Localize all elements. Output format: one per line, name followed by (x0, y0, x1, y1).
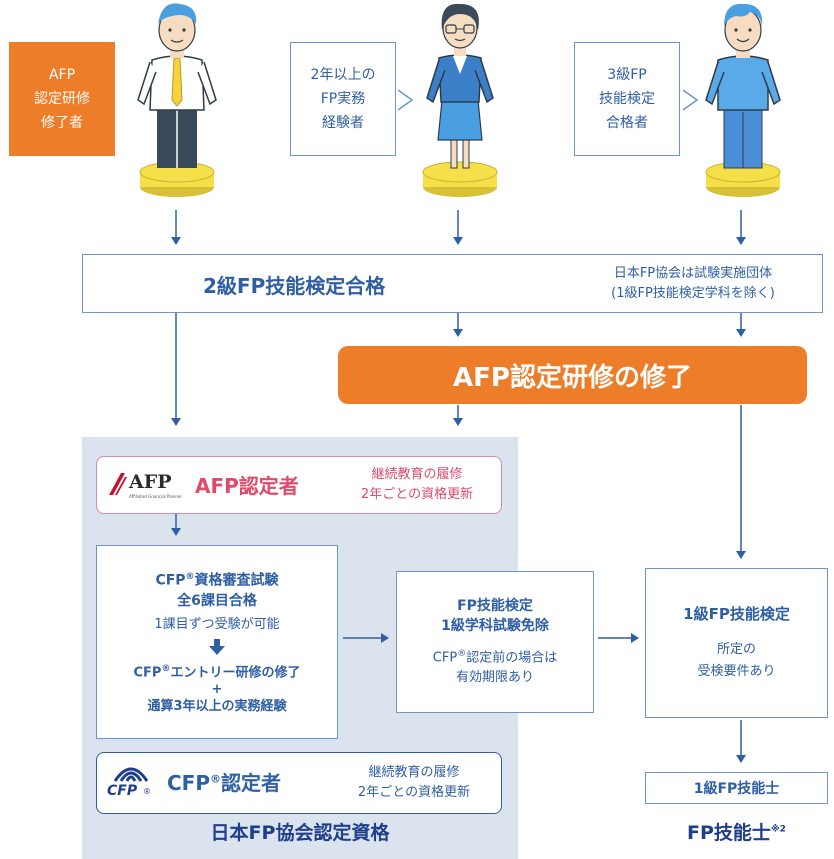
afp-certified-box: AFP Affiliated Financial Planner AFP認定者 … (96, 456, 502, 514)
man-figure-icon (137, 3, 217, 197)
exemption-line2: 1級学科試験免除 (441, 617, 549, 634)
grade2-note-line: (1級FP技能検定学科を除く) (611, 286, 775, 301)
afp-logo-mark-icon (109, 473, 127, 495)
afp-training-banner: AFP認定研修の修了 (338, 346, 807, 404)
grade1-pass-box: 1級FP技能士 (645, 772, 828, 804)
start-line: 2年以上の (310, 67, 376, 83)
cfp-note-line: 継続教育の履修 (368, 765, 460, 780)
cfp-exam-plus: + (211, 681, 223, 697)
grade2-title: 2級FP技能検定合格 (203, 274, 386, 298)
cfp-certified-title: CFP®認定者 (167, 771, 281, 795)
grade1-line2: 所定の (716, 642, 756, 657)
fp-label-note: ※2 (770, 824, 786, 835)
fp-label: FP技能士※2 (645, 818, 828, 845)
grade1-line3: 受検要件あり (697, 664, 776, 679)
afp-note-line: 継続教育の履修 (371, 467, 463, 482)
woman-figure-icon (422, 3, 498, 197)
cfp-mark-text: CFP (133, 664, 162, 680)
start-line: 3級FP (607, 67, 647, 83)
grade2-note: 日本FP協会は試験実施団体 (1級FP技能検定学科を除く) (573, 260, 813, 308)
grade1-exam-box: 1級FP技能検定 所定の 受検要件あり (645, 568, 828, 718)
cfp-certified-title-rest: 認定者 (221, 771, 281, 795)
grade1-pass-text: 1級FP技能士 (693, 781, 780, 797)
exemption-line3: CFP®認定前の場合は (432, 648, 558, 666)
afp-logo-text: AFP (129, 471, 172, 493)
exemption-line1: FP技能検定 (457, 597, 533, 614)
afp-logo-subtext: Affiliated Financial Planner (129, 494, 183, 499)
start-line: 認定研修 (34, 91, 90, 107)
registered-mark-icon: ® (143, 787, 151, 796)
grade1-title: 1級FP技能検定 (683, 605, 790, 623)
cfp-exam-line4-rest: エントリー研修の修了 (170, 664, 301, 680)
cfp-exam-line1-rest: 資格審査試験 (194, 572, 279, 589)
afp-training-text: AFP認定研修の修了 (453, 362, 692, 393)
afp-certified-note: 継続教育の履修 2年ごとの資格更新 (337, 461, 497, 509)
cfp-certified-title-text: CFP (167, 771, 210, 795)
jafp-label: 日本FP協会認定資格 (210, 822, 390, 844)
fp-label-text: FP技能士 (687, 822, 771, 844)
cfp-note-line: 2年ごとの資格更新 (357, 785, 471, 800)
start-line: AFP (48, 67, 76, 83)
cfp-exam-line1: CFP®資格審査試験 (155, 572, 279, 589)
cfp-exam-box: CFP®資格審査試験 全6課目合格 1課目ずつ受験が可能 CFP®エントリー研修… (96, 545, 338, 739)
afp-certified-title: AFP認定者 (195, 474, 299, 498)
young-man-figure-icon (705, 3, 781, 197)
exemption-line3-rest: 認定前の場合は (466, 650, 558, 666)
start-line: 経験者 (322, 115, 364, 131)
start-box-afp-training-completed: AFP 認定研修 修了者 (9, 42, 115, 156)
cfp-mark-text: CFP (155, 572, 186, 589)
cfp-exam-line5: 通算3年以上の実務経験 (147, 698, 287, 714)
grade2-note-line: 日本FP協会は試験実施団体 (613, 266, 773, 281)
cfp-exam-line3: 1課目ずつ受験が可能 (154, 616, 280, 632)
exemption-line4: 有効期限あり (455, 670, 534, 686)
start-line: 合格者 (606, 115, 648, 131)
start-line: 技能検定 (599, 91, 655, 107)
start-box-grade3-passer: 3級FP 技能検定 合格者 (574, 42, 680, 156)
cfp-exam-line2: 全6課目合格 (177, 592, 257, 609)
start-box-2yr-experience: 2年以上の FP実務 経験者 (290, 42, 396, 156)
cfp-certified-box: CFP ® CFP®認定者 継続教育の履修 2年ごとの資格更新 (96, 752, 502, 814)
cfp-logo-mark-icon (113, 767, 149, 782)
grade2-pass-box: 2級FP技能検定合格 日本FP協会は試験実施団体 (1級FP技能検定学科を除く) (82, 254, 823, 313)
down-arrow-icon (209, 638, 225, 655)
cfp-logo: CFP ® (107, 763, 157, 803)
afp-note-line: 2年ごとの資格更新 (360, 487, 474, 502)
start-line: FP実務 (320, 91, 366, 107)
cfp-exam-line4: CFP®エントリー研修の修了 (133, 663, 301, 680)
cfp-mark-text: CFP (432, 650, 458, 666)
cfp-certified-note: 継続教育の履修 2年ごとの資格更新 (333, 759, 495, 807)
start-line: 修了者 (41, 115, 83, 131)
afp-logo: AFP Affiliated Financial Planner (107, 469, 187, 503)
exemption-box: FP技能検定 1級学科試験免除 CFP®認定前の場合は 有効期限あり (396, 571, 594, 713)
cfp-logo-text: CFP (107, 783, 138, 799)
